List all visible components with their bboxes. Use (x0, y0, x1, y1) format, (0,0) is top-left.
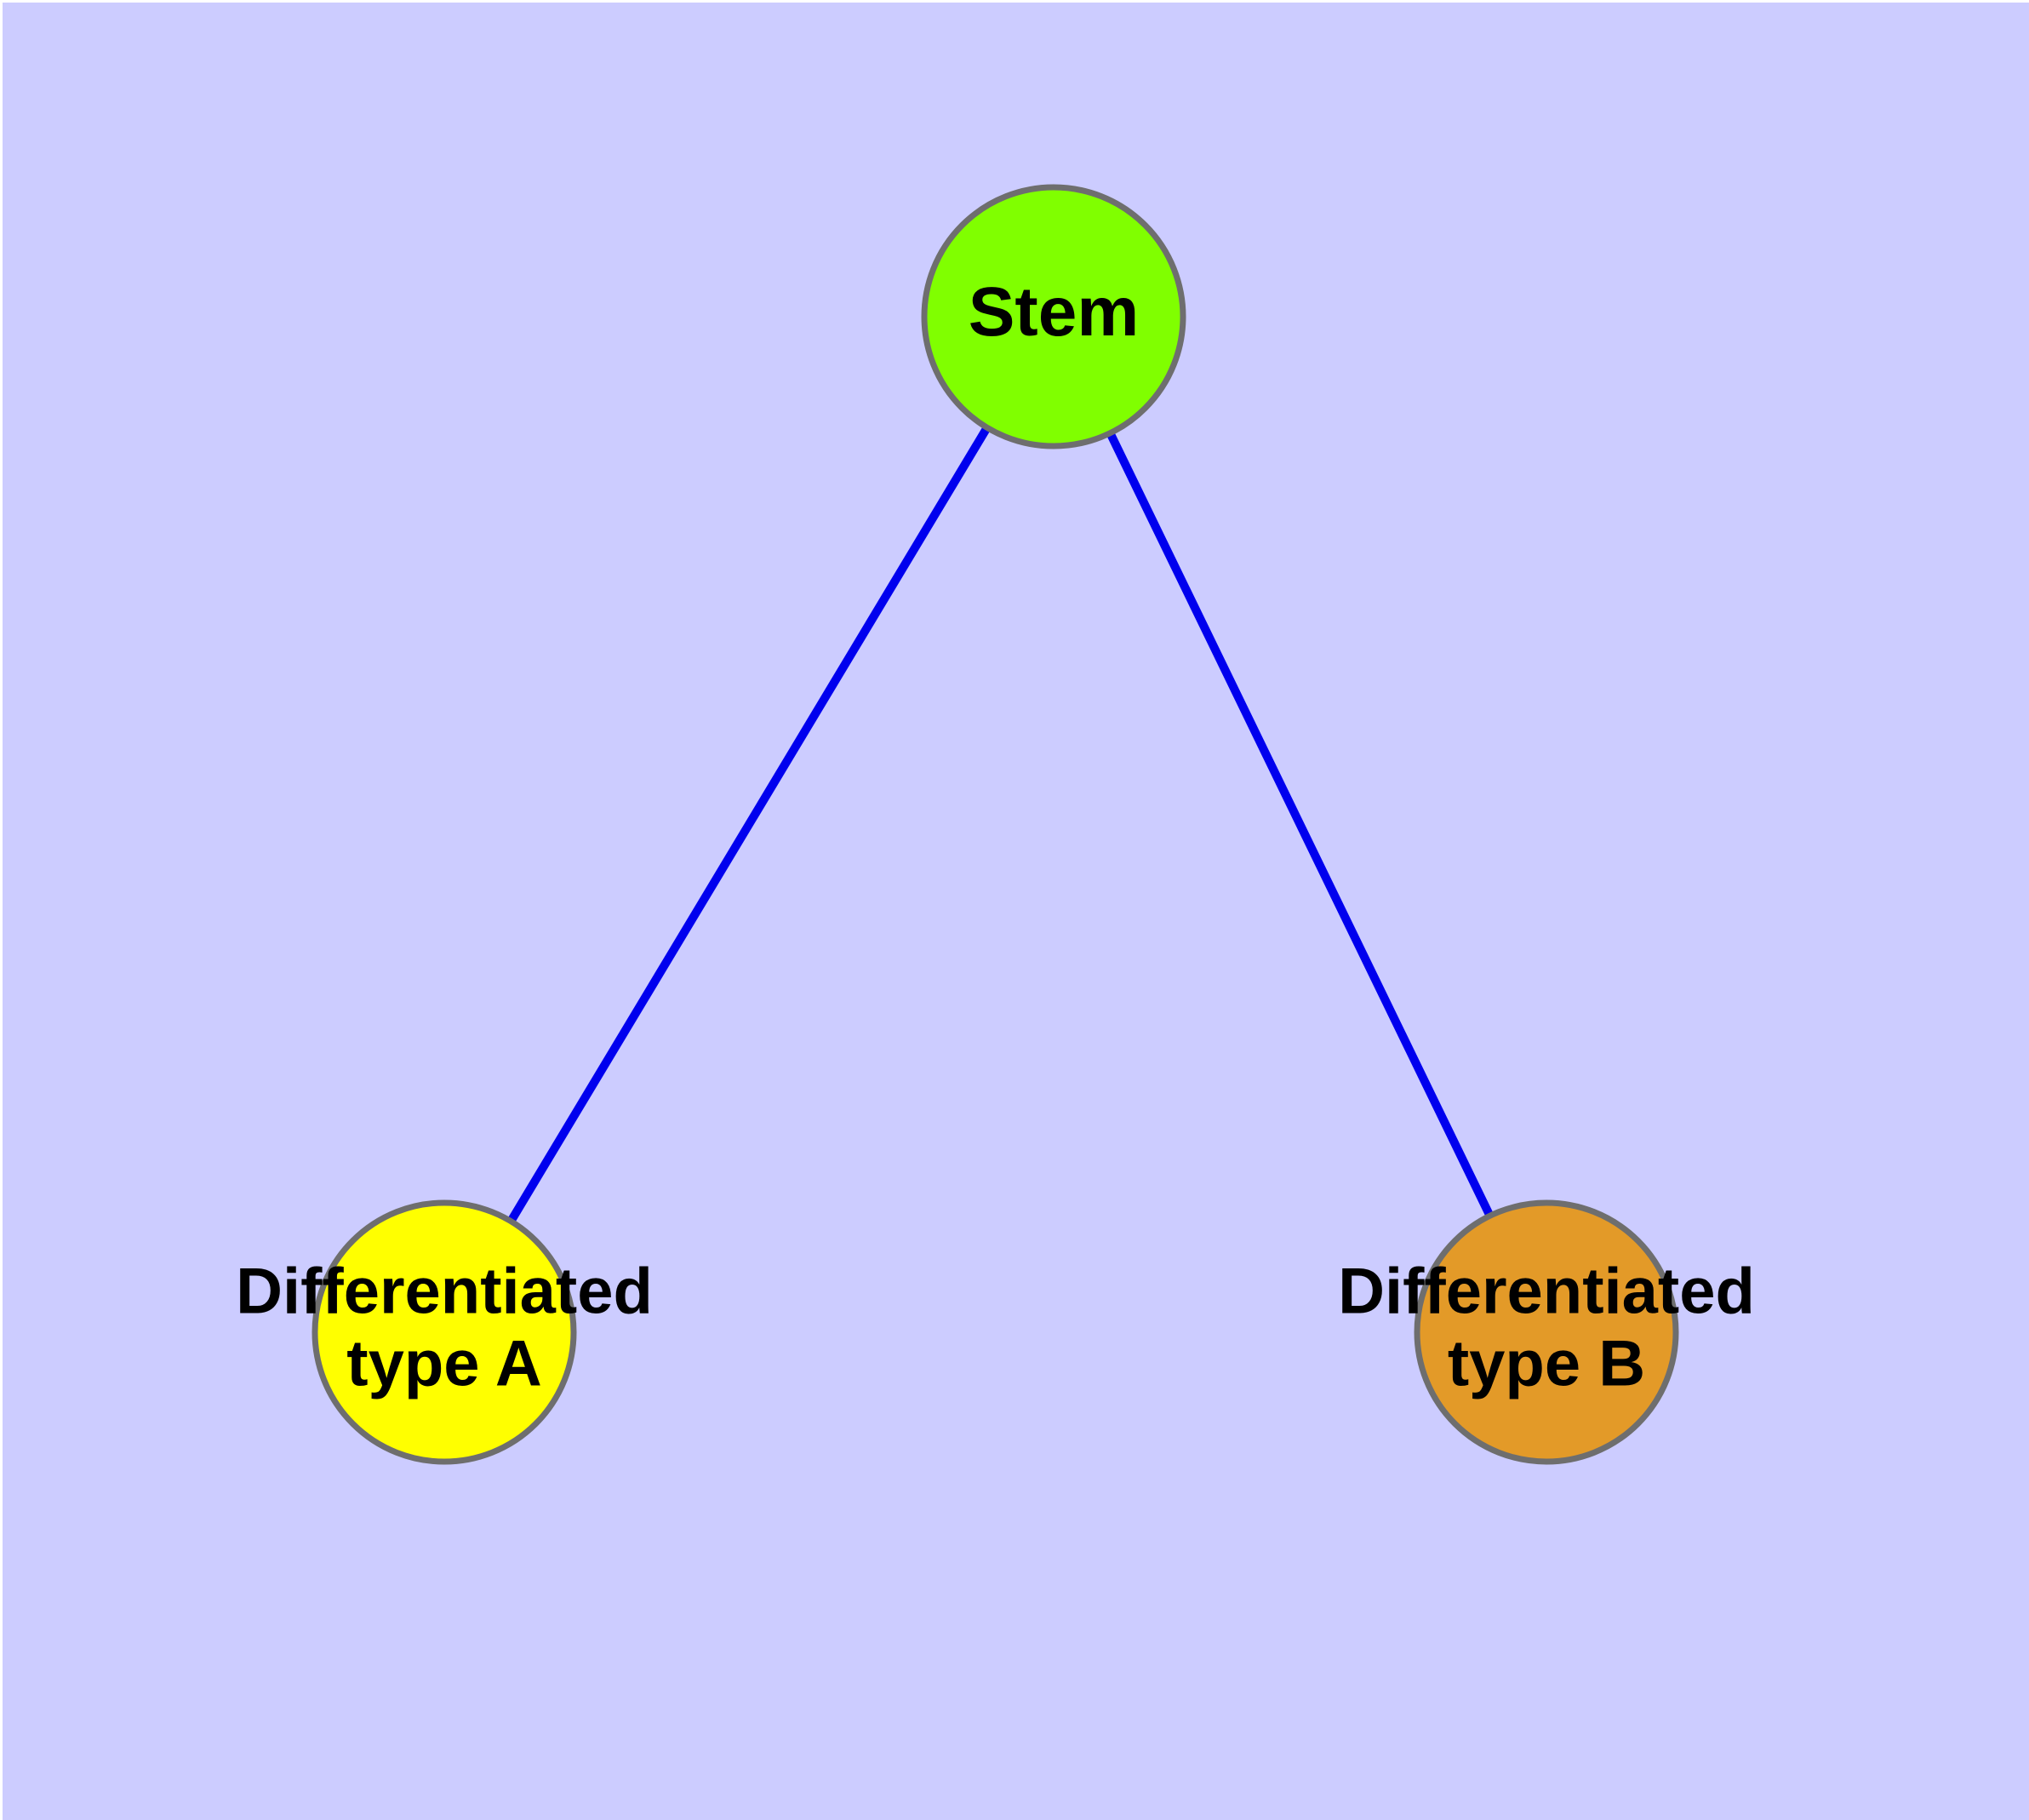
graph-edge[interactable] (1105, 429, 1495, 1220)
edges-group (506, 424, 1495, 1225)
graph-edge[interactable] (506, 424, 992, 1225)
graph-node-diff_a[interactable] (311, 1199, 577, 1465)
nodes-group (311, 184, 1679, 1465)
graph-node-stem[interactable] (921, 184, 1186, 449)
graph-node-diff_b[interactable] (1414, 1199, 1679, 1465)
